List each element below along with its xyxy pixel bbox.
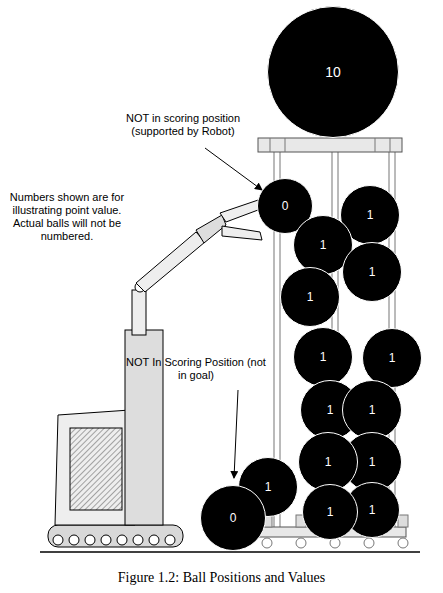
floor-line xyxy=(40,551,420,553)
callout-note: NOT in scoring position (supported by Ro… xyxy=(108,112,258,138)
point-value: 1 xyxy=(265,481,272,493)
point-value: 1 xyxy=(369,266,376,278)
point-value: 10 xyxy=(325,65,341,79)
figure-caption: Figure 1.2: Ball Positions and Values xyxy=(0,570,443,586)
point-value: 1 xyxy=(307,291,314,303)
ball: 10 xyxy=(267,6,399,138)
ball: 1 xyxy=(342,242,402,302)
point-value: 1 xyxy=(327,506,334,518)
point-value: 1 xyxy=(367,209,374,221)
ball: 1 xyxy=(293,327,353,387)
leader-arrow xyxy=(205,148,262,190)
callout-note: NOT In Scoring Position (not in goal) xyxy=(126,356,266,382)
ball: 0 xyxy=(200,485,266,551)
point-value: 1 xyxy=(369,504,376,516)
callout-note: Numbers shown are for illustrating point… xyxy=(4,191,130,243)
ball: 1 xyxy=(302,484,358,540)
ball: 1 xyxy=(280,267,340,327)
point-value: 1 xyxy=(369,404,376,416)
point-value: 1 xyxy=(320,351,327,363)
point-value: 0 xyxy=(282,200,289,212)
point-value: 0 xyxy=(230,512,237,524)
point-value: 1 xyxy=(389,352,396,364)
leader-arrow xyxy=(234,390,238,478)
ball: 1 xyxy=(342,380,402,440)
point-value: 1 xyxy=(320,239,327,251)
point-value: 1 xyxy=(327,404,334,416)
ball: 1 xyxy=(298,432,358,492)
point-value: 1 xyxy=(369,456,376,468)
point-value: 1 xyxy=(325,456,332,468)
ball: 1 xyxy=(362,328,422,388)
